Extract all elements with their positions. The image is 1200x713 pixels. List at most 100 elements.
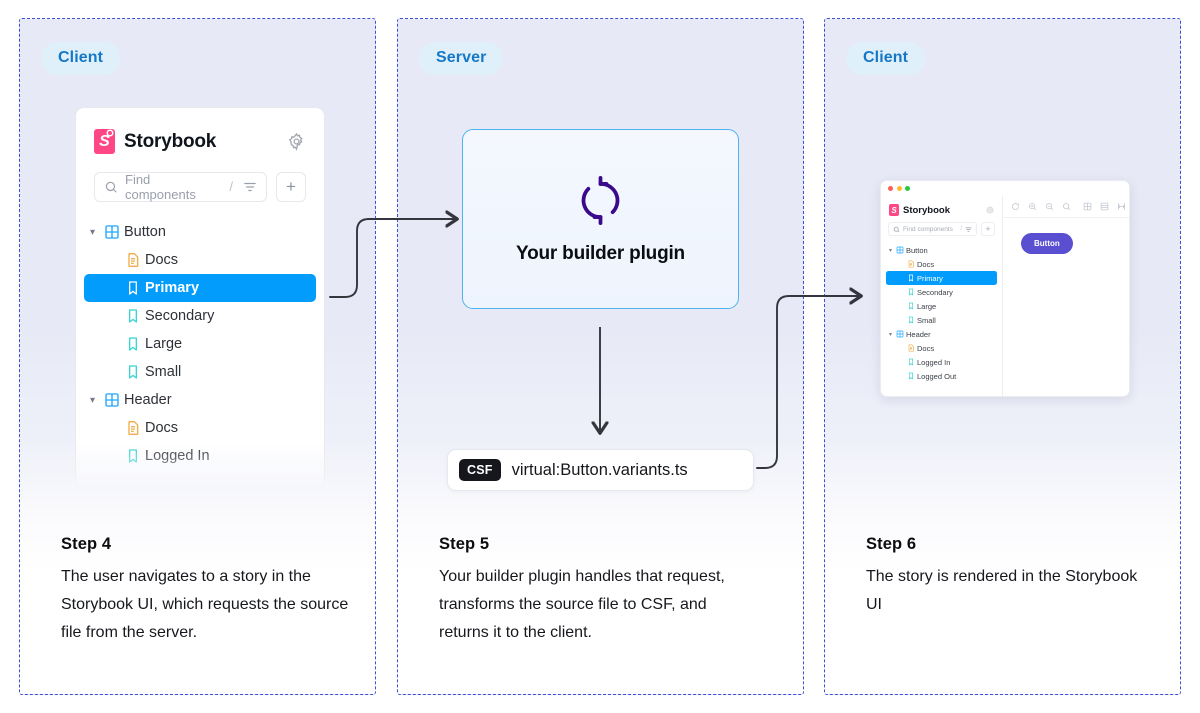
- background-icon[interactable]: [1100, 202, 1109, 211]
- refresh-sync-icon: [574, 174, 627, 227]
- filter-icon[interactable]: [243, 180, 257, 194]
- zoom-out-icon[interactable]: [1045, 202, 1054, 211]
- story-icon: [907, 358, 916, 366]
- search-input[interactable]: Find components /: [888, 222, 977, 236]
- tree-item-label: Logged In: [145, 448, 210, 464]
- component-icon: [896, 246, 905, 254]
- search-placeholder: Find components: [125, 172, 196, 202]
- tree-item-label: Primary: [917, 273, 943, 283]
- refresh-icon[interactable]: [1011, 202, 1020, 211]
- mini-tree-item-button[interactable]: ▾Button: [886, 243, 997, 257]
- tree-item-label: Docs: [917, 343, 935, 353]
- mini-sidebar: Storybook Find components: [881, 196, 1003, 396]
- step-title: Step 6: [866, 535, 917, 553]
- panel-badge-client-right: Client: [846, 42, 926, 75]
- story-icon: [125, 280, 142, 296]
- step-body: The user navigates to a story in the Sto…: [61, 568, 349, 641]
- mini-tree-item-large[interactable]: Large: [886, 299, 997, 313]
- tree-item-label: Docs: [917, 259, 935, 269]
- tree-item-docs[interactable]: Docs: [84, 246, 316, 274]
- tree-item-large[interactable]: Large: [84, 330, 316, 358]
- tree-item-primary[interactable]: Primary: [84, 274, 316, 302]
- zoom-reset-icon[interactable]: [1062, 202, 1071, 211]
- search-input[interactable]: Find components /: [94, 172, 267, 202]
- grid-icon[interactable]: [1083, 202, 1092, 211]
- gear-icon[interactable]: [986, 206, 994, 214]
- docs-icon: [907, 344, 916, 352]
- story-icon: [907, 274, 916, 282]
- window-close-dot[interactable]: [888, 186, 893, 191]
- mini-toolbar: [1003, 196, 1129, 218]
- window-minimize-dot[interactable]: [896, 186, 902, 191]
- story-icon: [125, 364, 142, 380]
- mini-tree-item-docs[interactable]: Docs: [886, 257, 997, 271]
- panel-client-right: Client Storybook: [824, 18, 1181, 695]
- csf-badge: CSF: [459, 459, 501, 481]
- preview-button[interactable]: Button: [1021, 233, 1073, 254]
- add-component-button[interactable]: +: [981, 222, 995, 236]
- storybook-logo-icon: [94, 129, 115, 154]
- add-component-button[interactable]: +: [276, 172, 306, 202]
- search-shortcut-hint: /: [960, 226, 962, 232]
- storybook-ui-card: Storybook Find components /: [75, 107, 325, 489]
- tree-item-docs[interactable]: Docs: [84, 414, 316, 442]
- tree-item-button[interactable]: ▾ Button: [84, 218, 316, 246]
- panel-client-left: Client Storybook: [19, 18, 376, 695]
- tree-item-label: Header: [906, 329, 931, 339]
- mini-search-row: Find components / +: [888, 222, 995, 236]
- story-icon: [907, 302, 916, 310]
- storybook-search-row: Find components / +: [76, 154, 324, 202]
- mini-tree-item-docs[interactable]: Docs: [886, 341, 997, 355]
- tree-item-small[interactable]: Small: [84, 358, 316, 386]
- storybook-wordmark: Storybook: [124, 130, 217, 152]
- measure-icon[interactable]: [1117, 202, 1126, 211]
- tree-item-label: Logged In: [917, 357, 951, 367]
- story-icon: [907, 372, 916, 380]
- tree-item-label: Button: [124, 224, 166, 240]
- tree-item-secondary[interactable]: Secondary: [84, 302, 316, 330]
- mini-tree-item-small[interactable]: Small: [886, 313, 997, 327]
- step-body: The story is rendered in the Storybook U…: [866, 568, 1138, 613]
- mini-tree-item-secondary[interactable]: Secondary: [886, 285, 997, 299]
- tree-item-label: Secondary: [145, 308, 215, 324]
- panel-badge-client-left: Client: [41, 42, 121, 75]
- tree-item-label: Large: [145, 336, 183, 352]
- story-icon: [907, 316, 916, 324]
- tree-item-logged-in[interactable]: Logged In: [84, 442, 316, 470]
- builder-plugin-box: Your builder plugin: [462, 129, 739, 309]
- search-placeholder: Find components: [903, 225, 953, 233]
- step-title: Step 5: [439, 535, 490, 553]
- window-titlebar: [881, 181, 1129, 196]
- tree-item-label: Docs: [145, 420, 179, 436]
- component-icon: [104, 224, 121, 240]
- filter-icon[interactable]: [965, 226, 972, 233]
- search-icon: [893, 226, 900, 233]
- tree-item-label: Button: [906, 245, 928, 255]
- story-icon: [125, 308, 142, 324]
- tree-item-label: Logged Out: [917, 371, 957, 381]
- story-icon: [907, 288, 916, 296]
- panel-server: Server Your builder plugin CSF virtual:B…: [397, 18, 804, 695]
- window-maximize-dot[interactable]: [905, 186, 910, 191]
- mini-header: Storybook: [886, 202, 997, 216]
- step-block-6: Step 6 The story is rendered in the Stor…: [866, 535, 1158, 619]
- chevron-down-icon: ▾: [90, 226, 96, 238]
- chevron-down-icon: ▾: [90, 394, 96, 406]
- mini-tree-item-logged-out[interactable]: Logged Out: [886, 369, 997, 383]
- zoom-in-icon[interactable]: [1028, 202, 1037, 211]
- tree-item-label: Primary: [145, 280, 200, 296]
- mini-tree-item-header[interactable]: ▾Header: [886, 327, 997, 341]
- storybook-mini-window: Storybook Find components: [880, 180, 1130, 397]
- tree-item-label: Secondary: [917, 287, 953, 297]
- tree-item-label: Large: [917, 301, 937, 311]
- gear-icon[interactable]: [287, 132, 306, 151]
- tree-item-header[interactable]: ▾ Header: [84, 386, 316, 414]
- storybook-logo-icon: [889, 204, 899, 216]
- tree-item-label: Small: [145, 364, 182, 380]
- mini-tree-item-logged-in[interactable]: Logged In: [886, 355, 997, 369]
- mini-tree-item-primary[interactable]: Primary: [886, 271, 997, 285]
- tree-item-label: Header: [124, 392, 172, 408]
